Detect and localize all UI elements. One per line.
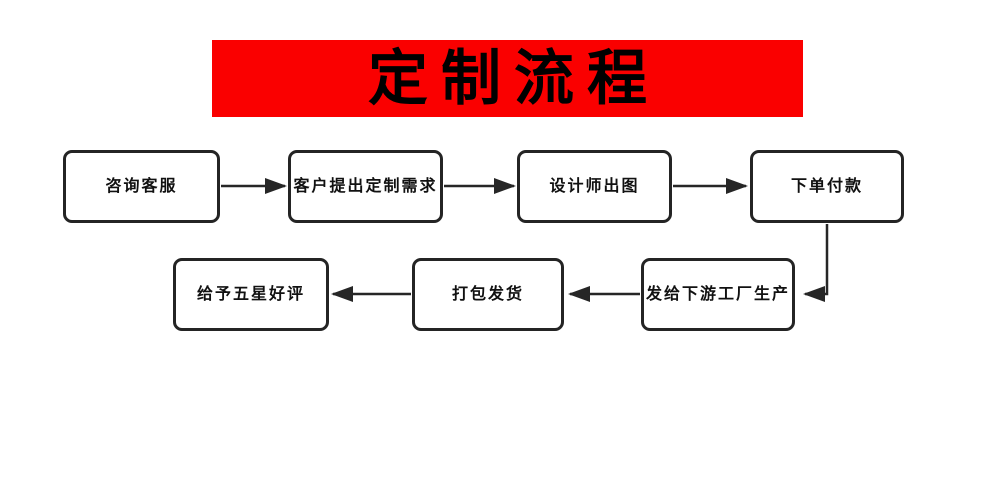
- flow-step-label: 下单付款: [790, 177, 863, 195]
- flow-step-label: 设计师出图: [549, 177, 640, 195]
- flow-step-label: 给予五星好评: [196, 285, 305, 303]
- flow-step-label: 咨询客服: [105, 177, 178, 195]
- flow-step-order-payment: 下单付款: [750, 150, 904, 223]
- flow-step-consult-service: 咨询客服: [63, 150, 220, 223]
- flow-step-label: 打包发货: [451, 285, 524, 303]
- page-title: 定制流程: [368, 45, 660, 112]
- arrow-step4-step5: [803, 224, 829, 302]
- flow-step-factory-production: 发给下游工厂生产: [641, 258, 795, 331]
- flow-step-pack-ship: 打包发货: [412, 258, 564, 331]
- flow-step-label: 客户提出定制需求: [293, 177, 438, 195]
- flow-step-customer-requirements: 客户提出定制需求: [288, 150, 443, 223]
- flow-step-designer-drawing: 设计师出图: [517, 150, 672, 223]
- title-banner: 定制流程: [212, 40, 803, 117]
- flow-step-label: 发给下游工厂生产: [645, 285, 790, 303]
- flow-step-five-star-review: 给予五星好评: [173, 258, 329, 331]
